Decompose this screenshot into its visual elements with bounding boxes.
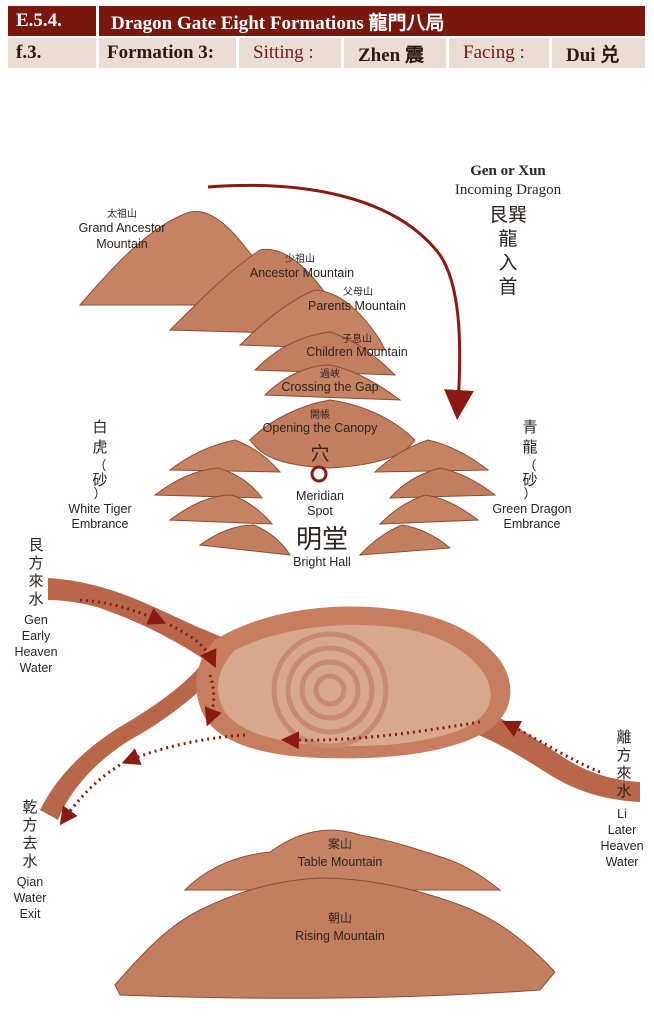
crossing-cn: 過峽: [320, 367, 340, 380]
formation-label: Formation 3:: [107, 42, 215, 63]
flow-arrow-gen: [79, 598, 167, 625]
rising-cn: 朝山: [328, 911, 352, 925]
tiger-cn-3: （: [93, 459, 106, 474]
section-header: E.5.4. Dragon Gate Eight Formations 龍門八局: [8, 6, 645, 36]
table-label: Table Mountain: [298, 855, 383, 869]
dragon-cn-4: 砂: [522, 471, 537, 489]
incoming-cn-1: 艮巽: [489, 204, 527, 226]
qian-label-1: Qian: [17, 875, 43, 889]
formation-header: f.3. Formation 3: Sitting : Zhen 震 Facin…: [8, 38, 645, 68]
incoming-dragon-arrow: [207, 183, 474, 420]
qian-cn-1: 乾: [22, 798, 37, 816]
qian-cn-2: 方: [22, 816, 37, 834]
incoming-subtitle: Incoming Dragon: [455, 182, 562, 198]
spot-cn: 穴: [310, 443, 329, 465]
incoming-cn-3: 入: [498, 252, 517, 274]
tiger-label-2: Embrance: [72, 517, 129, 531]
flow-arrow-li: [501, 720, 601, 774]
flow-arrow-exit-2: [59, 763, 121, 826]
tiger-cn-2: 虎: [92, 438, 107, 456]
grand-ancestor-cn: 太祖山: [107, 207, 137, 220]
qian-cn-4: 水: [22, 852, 37, 870]
gen-cn-2: 方: [28, 554, 43, 572]
spiral-pattern: [271, 631, 389, 749]
qian-label-2: Water: [14, 891, 47, 905]
qian-label-3: Exit: [20, 907, 41, 921]
white-tiger-hills: [153, 439, 291, 556]
hall-cn: 明堂: [296, 525, 348, 555]
river: [40, 578, 640, 826]
spot-label-1: Meridian: [296, 489, 344, 503]
gen-cn-3: 來: [28, 572, 43, 590]
section-title: Dragon Gate Eight Formations 龍門八局: [111, 12, 445, 34]
gen-cn-4: 水: [28, 590, 43, 608]
tiger-cn-4: 砂: [92, 471, 107, 489]
dragon-label-2: Embrance: [504, 517, 561, 531]
dragon-label-1: Green Dragon: [492, 502, 571, 516]
grand-ancestor-label-2: Mountain: [96, 237, 147, 251]
crossing-gap: [263, 364, 402, 401]
hall-label: Bright Hall: [293, 555, 351, 569]
canopy-label: Opening the Canopy: [263, 421, 378, 435]
incoming-cn-2: 龍: [498, 228, 517, 250]
flow-arrow-exit: [121, 733, 246, 766]
sub-code: f.3.: [16, 42, 42, 63]
sitting-label: Sitting :: [253, 42, 314, 63]
table-mountain: [183, 829, 502, 891]
crossing-label: Crossing the Gap: [281, 380, 378, 394]
rising-label: Rising Mountain: [295, 929, 385, 943]
gen-label-1: Gen: [24, 613, 48, 627]
parents-label: Parents Mountain: [308, 299, 406, 313]
rising-mountain: [114, 877, 556, 999]
gen-cn-1: 艮: [28, 536, 43, 554]
spot-label-2: Spot: [307, 504, 333, 518]
li-cn-3: 來: [616, 764, 631, 782]
ancestor-cn: 少祖山: [285, 252, 315, 265]
section-code: E.5.4.: [16, 10, 62, 31]
tiger-label-1: White Tiger: [68, 502, 131, 516]
ancestor-label: Ancestor Mountain: [250, 266, 354, 280]
sitting-value: Zhen 震: [358, 44, 424, 66]
facing-value: Dui 兑: [566, 44, 620, 66]
children-label: Children Mountain: [306, 345, 407, 359]
parents-mountain: [238, 289, 386, 351]
table-cn: 案山: [328, 836, 352, 851]
bottom-mountains: [114, 829, 556, 999]
li-cn-1: 離: [616, 728, 631, 746]
li-label-4: Water: [606, 855, 639, 869]
flow-arrow-gen-2: [169, 623, 217, 669]
gen-label-2: Early: [22, 629, 51, 643]
meridian-spot-dot: [310, 465, 328, 483]
gen-label-4: Water: [20, 661, 53, 675]
tiger-cn-5: ）: [93, 487, 106, 502]
dragon-cn-2: 龍: [522, 438, 537, 456]
li-label-2: Later: [608, 823, 637, 837]
tiger-cn-1: 白: [92, 418, 107, 436]
canopy: [249, 399, 416, 469]
dragon-cn-1: 青: [522, 418, 537, 436]
children-mountain: [253, 331, 397, 376]
mountain-chain: [78, 210, 497, 556]
canopy-cn: 開帳: [310, 408, 330, 421]
parents-cn: 父母山: [343, 286, 373, 298]
gen-label-3: Heaven: [14, 645, 57, 659]
li-label-1: Li: [617, 807, 627, 821]
dragon-cn-5: ）: [523, 487, 536, 502]
li-label-3: Heaven: [600, 839, 643, 853]
flow-arrow-li-2: [281, 720, 481, 750]
li-cn-2: 方: [616, 746, 631, 764]
li-cn-4: 水: [616, 782, 631, 800]
grand-ancestor-label-1: Grand Ancestor: [79, 221, 166, 235]
incoming-cn-4: 首: [498, 276, 517, 298]
facing-label: Facing :: [463, 42, 525, 63]
dragon-cn-3: （: [523, 459, 536, 474]
children-cn: 子息山: [342, 332, 372, 345]
green-dragon-hills: [358, 439, 497, 556]
incoming-title: Gen or Xun: [470, 163, 546, 179]
qian-cn-3: 去: [22, 834, 37, 852]
